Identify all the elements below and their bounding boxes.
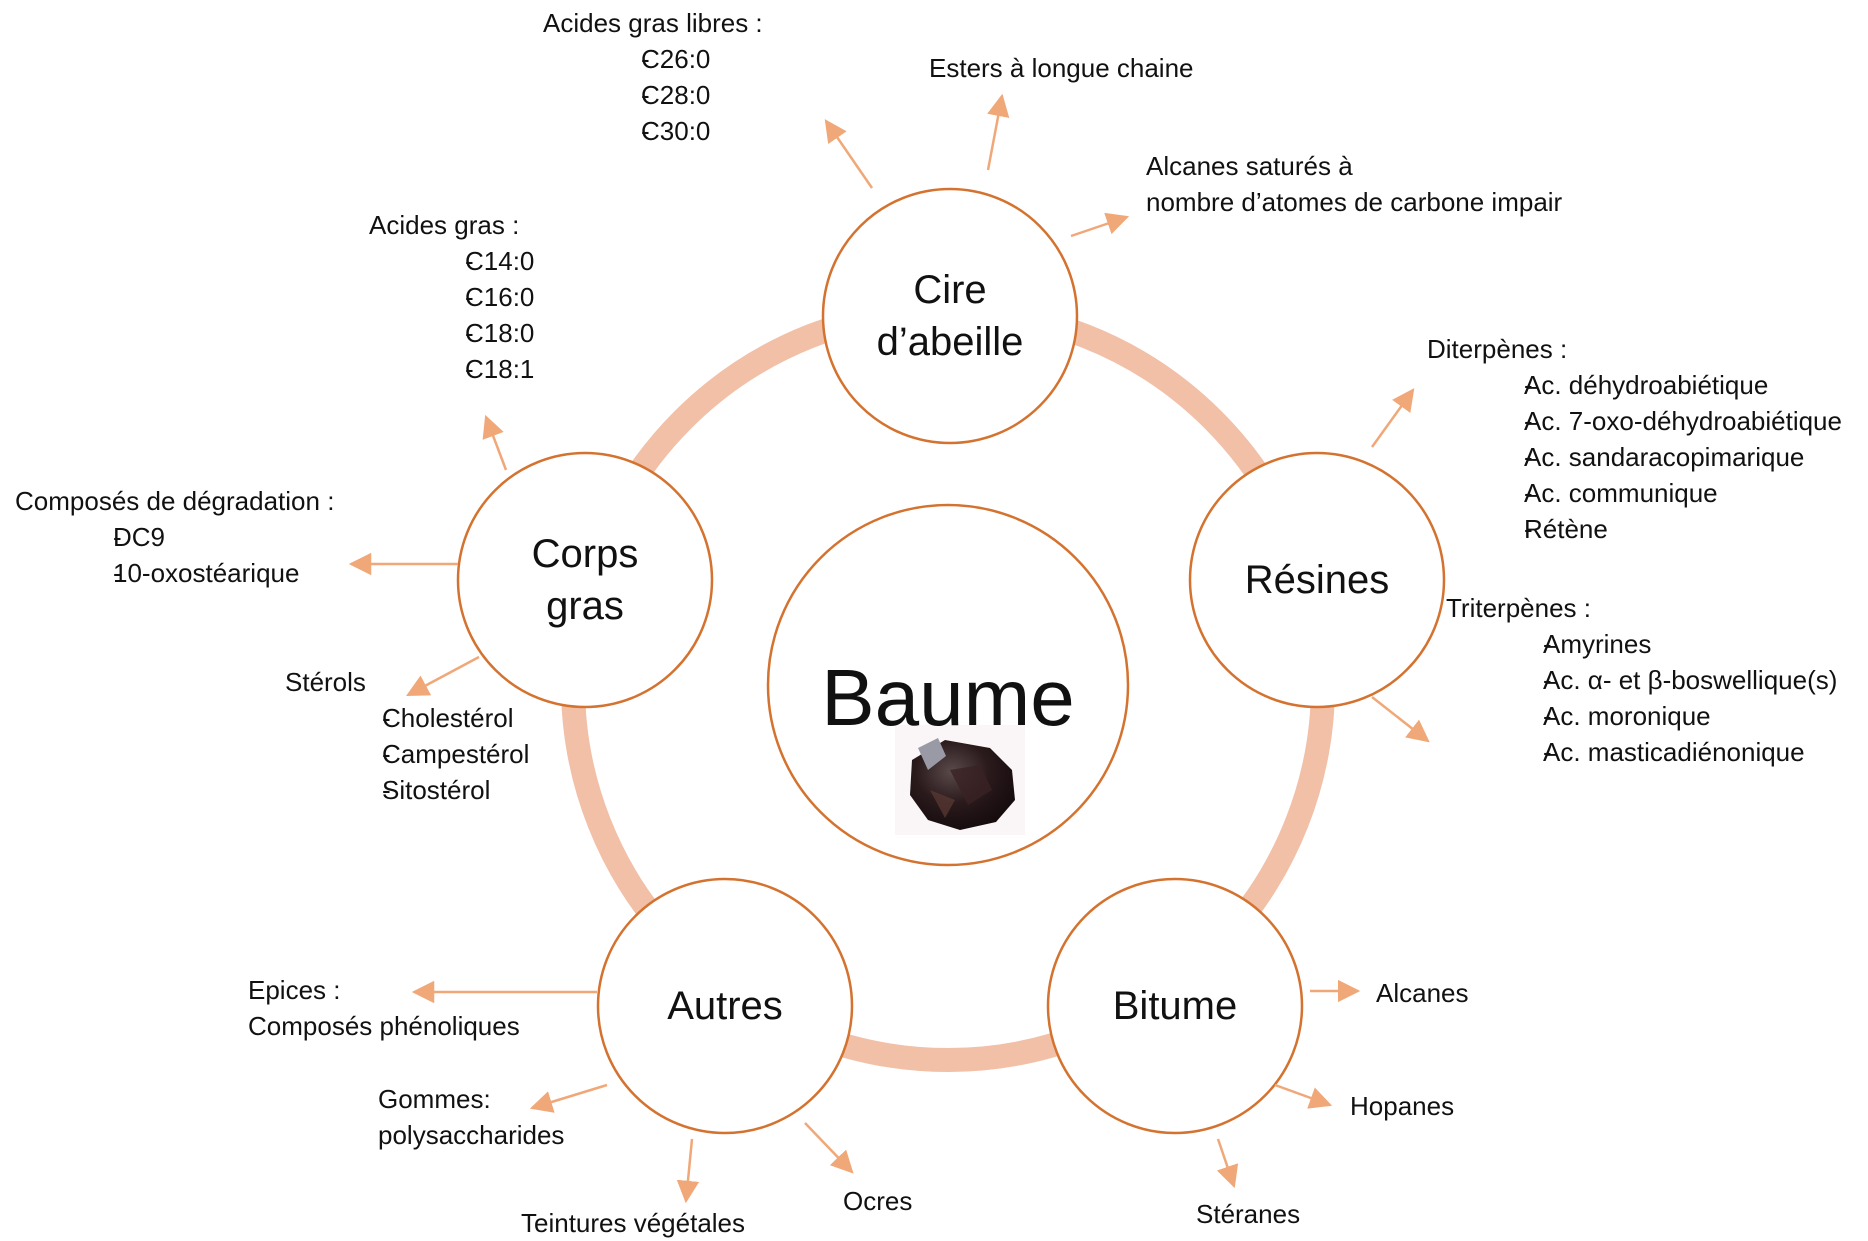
label-epices-line2: Composés phénoliques — [248, 1011, 520, 1041]
list-item: C26:0 — [593, 41, 763, 77]
label-acides-gras-libres: Acides gras libres : C26:0 C28:0 C30:0 — [543, 5, 763, 149]
list-item: C14:0 — [419, 243, 534, 279]
label-alcanes-satures-line1: Alcanes saturés à — [1146, 151, 1353, 181]
node-label-bitume: Bitume — [1055, 980, 1295, 1032]
node-label-resines: Résines — [1197, 554, 1437, 606]
list-item: Ac. déhydroabiétique — [1477, 367, 1842, 403]
label-acides-gras-title: Acides gras : — [369, 210, 520, 240]
arrow-resines-diterpenes — [1370, 388, 1415, 448]
label-epices: Epices : Composés phénoliques — [248, 972, 520, 1044]
label-diterpenes-title: Diterpènes : — [1427, 334, 1568, 364]
label-teintures: Teintures végétales — [521, 1208, 746, 1238]
center-circle — [766, 503, 1130, 867]
label-steranes: Stéranes — [1196, 1199, 1301, 1229]
arrow-autres-teintures — [676, 1138, 700, 1204]
list-item: Ac. communique — [1477, 475, 1842, 511]
node-circle-corps-gras — [456, 451, 714, 709]
list-item: Ac. sandaracopimarique — [1477, 439, 1842, 475]
arrow-cire-alcanes — [1070, 212, 1130, 238]
arrow-bitume-hopanes — [1274, 1083, 1333, 1109]
label-epices-line1: Epices : — [248, 975, 341, 1005]
label-triterpenes: Triterpènes : Amyrines Ac. α- et β-boswe… — [1446, 590, 1837, 770]
label-alcanes: Alcanes — [1376, 978, 1469, 1008]
node-label-autres: Autres — [605, 980, 845, 1032]
node-circle-autres — [596, 877, 854, 1135]
node-circle-cire — [821, 187, 1079, 445]
label-gommes: Gommes: polysaccharides — [378, 1081, 564, 1153]
arrow-cire-acides-libres — [824, 119, 874, 189]
list-item: C28:0 — [593, 77, 763, 113]
arrow-bitume-steranes — [1216, 1138, 1239, 1189]
list-item: Ac. 7-oxo-déhydroabiétique — [1477, 403, 1842, 439]
list-item: C18:1 — [419, 351, 534, 387]
list-item: Rétène — [1477, 511, 1842, 547]
arrow-autres-ocres — [804, 1122, 854, 1174]
list-item: Amyrines — [1496, 626, 1837, 662]
node-circle-resines — [1188, 451, 1446, 709]
node-label-cire-line1: Cire — [913, 268, 987, 312]
list-item: Cholestérol — [335, 700, 529, 736]
label-hopanes: Hopanes — [1350, 1091, 1455, 1121]
node-label-cire: Cire d’abeille — [830, 264, 1070, 368]
label-degradation-title: Composés de dégradation : — [15, 486, 335, 516]
label-acides-gras: Acides gras : C14:0 C16:0 C18:0 C18:1 — [369, 207, 534, 387]
node-label-cire-line2: d’abeille — [876, 320, 1024, 364]
list-item: Ac. moronique — [1496, 698, 1837, 734]
label-gommes-line2: polysaccharides — [378, 1120, 565, 1150]
node-label-bitume-line1: Bitume — [1112, 984, 1238, 1028]
balm-sample-image — [895, 725, 1025, 835]
label-sterols: Stérols Cholestérol Campestérol Sitostér… — [285, 664, 529, 808]
label-esters: Esters à longue chaine — [929, 53, 1194, 83]
list-item: Ac. α- et β-boswellique(s) — [1496, 662, 1837, 698]
center-title: Baume — [821, 653, 1075, 742]
label-triterpenes-title: Triterpènes : — [1446, 593, 1591, 623]
label-diterpenes: Diterpènes : Ac. déhydroabiétique Ac. 7-… — [1427, 331, 1842, 547]
node-label-corps-gras: Corps gras — [465, 528, 705, 632]
arrow-autres-gommes — [529, 1083, 608, 1113]
arrow-resines-triterpenes — [1371, 696, 1430, 743]
node-label-corps-gras-line2: gras — [546, 584, 624, 628]
list-item: DC9 — [69, 519, 334, 555]
node-circle-bitume — [1046, 877, 1304, 1135]
label-acides-gras-libres-title: Acides gras libres : — [543, 8, 763, 38]
label-ocres: Ocres — [843, 1186, 913, 1216]
list-item: C30:0 — [593, 113, 763, 149]
arrow-corps-acides-gras — [482, 414, 508, 471]
node-label-corps-gras-line1: Corps — [531, 532, 639, 576]
list-item: Ac. masticadiénonique — [1496, 734, 1837, 770]
node-label-autres-line1: Autres — [667, 984, 783, 1028]
list-item: C16:0 — [419, 279, 534, 315]
list-item: Sitostérol — [335, 772, 529, 808]
label-degradation: Composés de dégradation : DC9 10-oxostéa… — [15, 483, 334, 591]
arrow-cire-esters — [986, 93, 1010, 171]
label-alcanes-satures-line2: nombre d’atomes de carbone impair — [1146, 187, 1563, 217]
label-sterols-title: Stérols — [285, 667, 366, 697]
list-item: 10-oxostéarique — [69, 555, 334, 591]
label-gommes-line1: Gommes: — [378, 1084, 491, 1114]
label-alcanes-satures: Alcanes saturés à nombre d’atomes de car… — [1146, 148, 1562, 220]
list-item: C18:0 — [419, 315, 534, 351]
arrow-corps-sterols — [406, 655, 480, 697]
node-label-resines-line1: Résines — [1244, 558, 1390, 602]
list-item: Campestérol — [335, 736, 529, 772]
